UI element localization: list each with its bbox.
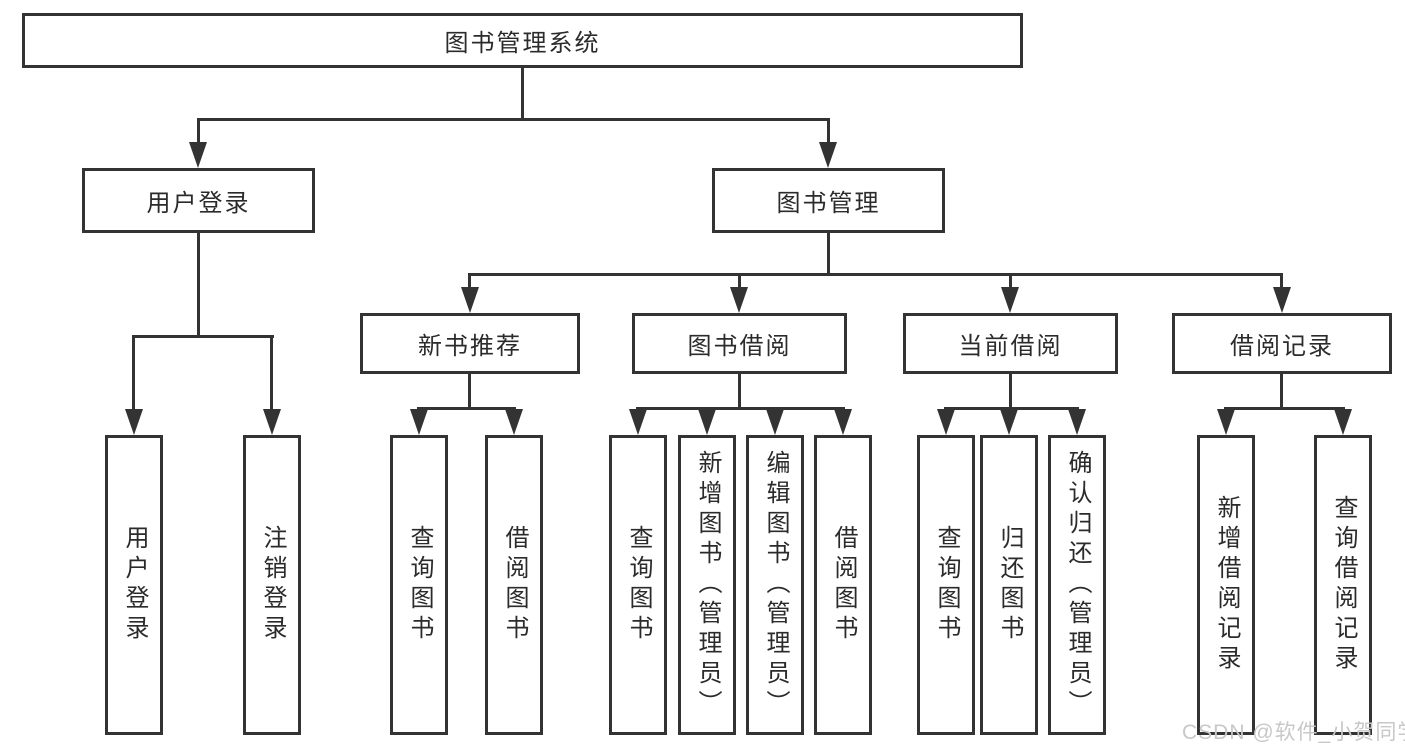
arrowhead-down-icon (263, 409, 281, 435)
leaf-query-books-recommend: 查询图书 (390, 435, 448, 735)
arrowhead-down-icon (1273, 287, 1291, 313)
connector-line (1280, 273, 1283, 289)
arrowhead-down-icon (629, 409, 647, 435)
arrowhead-down-icon (766, 409, 784, 435)
connector-line (1009, 273, 1012, 289)
connector-line (636, 407, 845, 410)
node-label: 新增图书（管理员） (694, 450, 721, 720)
node-label: 借阅图书 (830, 525, 857, 645)
node-book-borrowing: 图书借阅 (632, 313, 847, 374)
leaf-add-borrow-record: 新增借阅记录 (1197, 435, 1255, 735)
leaf-return-books: 归还图书 (980, 435, 1038, 735)
connector-line (270, 335, 273, 413)
node-book-management: 图书管理 (712, 168, 945, 233)
node-label: 借阅图书 (501, 525, 528, 645)
arrowhead-down-icon (834, 409, 852, 435)
arrowhead-down-icon (1334, 409, 1352, 435)
arrowhead-down-icon (189, 142, 207, 168)
leaf-borrow-books-recommend: 借阅图书 (485, 435, 543, 735)
watermark-text: CSDN @软件_小贺同学 (1182, 721, 1405, 744)
node-label: 图书管理 (776, 190, 881, 217)
connector-line (197, 118, 200, 145)
node-label: 归还图书 (996, 525, 1023, 645)
connector-line (1280, 374, 1283, 407)
arrowhead-down-icon (1217, 409, 1235, 435)
node-label: 确认归还（管理员） (1064, 450, 1091, 720)
leaf-query-books-current: 查询图书 (917, 435, 975, 735)
leaf-edit-books-admin: 编辑图书（管理员） (746, 435, 804, 735)
arrowhead-down-icon (1068, 409, 1086, 435)
connector-line (1009, 374, 1012, 407)
connector-line (521, 68, 524, 118)
connector-line (417, 407, 516, 410)
node-borrowing-records: 借阅记录 (1172, 313, 1392, 374)
connector-line (827, 118, 830, 145)
node-label: 查询图书 (406, 525, 433, 645)
connector-line (197, 233, 200, 335)
node-label: 编辑图书（管理员） (762, 450, 789, 720)
node-label: 查询图书 (625, 525, 652, 645)
node-new-book-recommendation: 新书推荐 (360, 313, 580, 374)
node-label: 新增借阅记录 (1213, 495, 1240, 675)
leaf-query-borrow-record: 查询借阅记录 (1314, 435, 1372, 735)
connector-line (1224, 407, 1345, 410)
node-label: 图书管理系统 (444, 30, 601, 57)
arrowhead-down-icon (1001, 287, 1019, 313)
connector-line (827, 233, 830, 273)
arrowhead-down-icon (505, 409, 523, 435)
node-label: 借阅记录 (1230, 333, 1334, 360)
node-user-login: 用户登录 (82, 168, 315, 233)
arrowhead-down-icon (1000, 409, 1018, 435)
connector-line (468, 374, 471, 407)
leaf-confirm-return-admin: 确认归还（管理员） (1048, 435, 1106, 735)
leaf-logout: 注销登录 (243, 435, 301, 735)
arrowhead-down-icon (461, 287, 479, 313)
connector-line (468, 273, 471, 289)
node-label: 查询图书 (933, 525, 960, 645)
node-label: 查询借阅记录 (1330, 495, 1357, 675)
connector-line (132, 335, 274, 338)
node-label: 当前借阅 (958, 333, 1063, 360)
node-label: 新书推荐 (418, 333, 522, 360)
arrowhead-down-icon (730, 287, 748, 313)
connector-line (738, 374, 741, 407)
connector-line (738, 273, 741, 289)
arrowhead-down-icon (410, 409, 428, 435)
leaf-query-books-borrow: 查询图书 (609, 435, 667, 735)
arrowhead-down-icon (819, 142, 837, 168)
node-label: 注销登录 (259, 525, 286, 645)
node-current-borrowing: 当前借阅 (903, 313, 1118, 374)
node-label: 图书借阅 (687, 333, 792, 360)
arrowhead-down-icon (698, 409, 716, 435)
leaf-user-login: 用户登录 (105, 435, 163, 735)
node-library-management-system: 图书管理系统 (22, 13, 1023, 68)
connector-line (944, 407, 1079, 410)
arrowhead-down-icon (937, 409, 955, 435)
connector-line (197, 118, 830, 121)
connector-line (468, 273, 1283, 276)
leaf-add-books-admin: 新增图书（管理员） (678, 435, 736, 735)
leaf-borrow-books-borrow: 借阅图书 (814, 435, 872, 735)
node-label: 用户登录 (121, 525, 148, 645)
arrowhead-down-icon (125, 409, 143, 435)
connector-line (132, 335, 135, 413)
node-label: 用户登录 (146, 190, 251, 217)
